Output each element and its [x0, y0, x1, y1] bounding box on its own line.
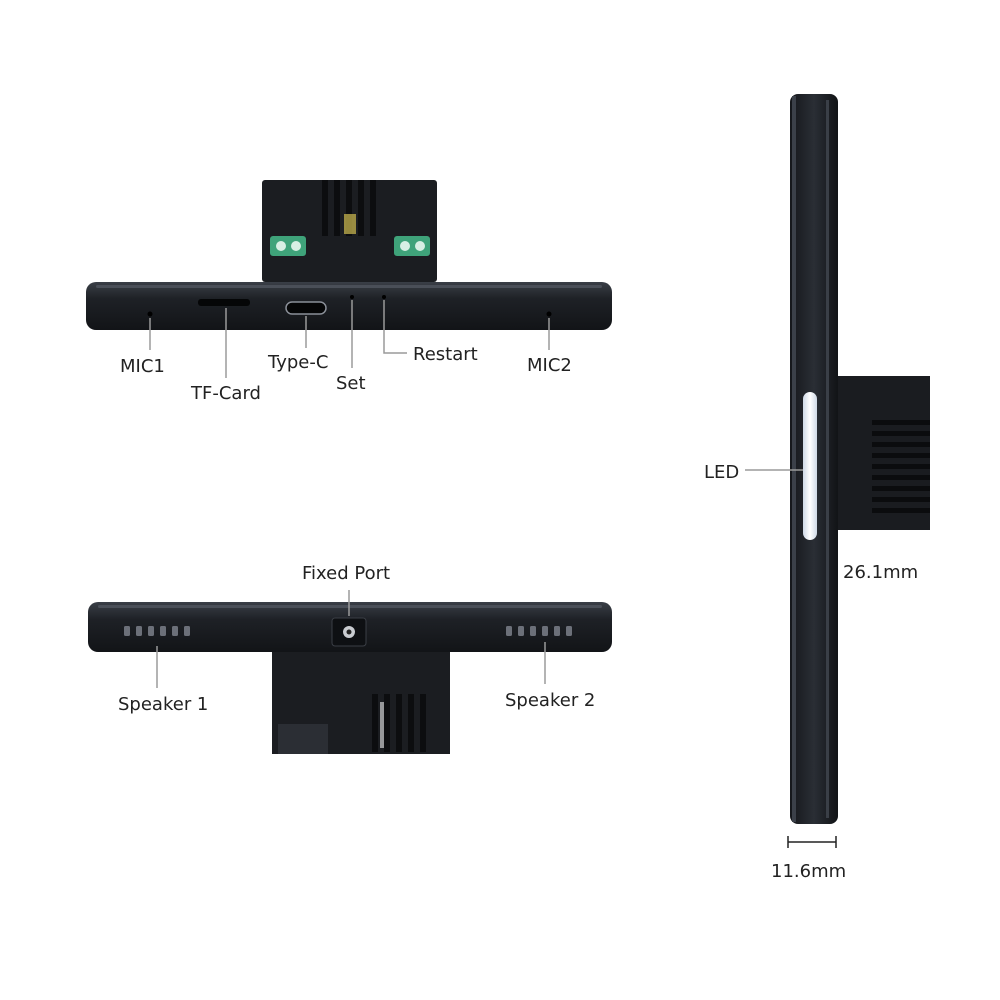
- set-button: [350, 295, 354, 299]
- label-speaker1: Speaker 1: [118, 694, 209, 715]
- label-restart: Restart: [413, 344, 478, 365]
- restart-button: [382, 295, 386, 299]
- heat-fins-top: [322, 180, 376, 236]
- label-set: Set: [336, 373, 366, 394]
- terminal-left: [270, 236, 306, 256]
- label-speaker2: Speaker 2: [505, 690, 596, 711]
- leader-lines-bottom: [156, 590, 546, 688]
- mic2-hole: [546, 311, 552, 317]
- tf-card-slot: [198, 299, 250, 306]
- label-type-c: Type-C: [268, 352, 329, 373]
- side-heat-fins: [872, 420, 930, 513]
- top-view: [86, 180, 612, 330]
- terminal-right: [394, 236, 430, 256]
- label-mic2: MIC2: [527, 355, 572, 376]
- type-c-port: [285, 301, 327, 315]
- bottom-view: [88, 602, 612, 754]
- label-fixed-port: Fixed Port: [302, 563, 391, 584]
- speaker2-grill: [506, 626, 572, 636]
- mic1-hole: [147, 311, 153, 317]
- label-led: LED: [704, 462, 740, 483]
- label-depth: 11.6mm: [771, 861, 847, 882]
- side-view: [790, 94, 930, 824]
- led-strip: [803, 392, 817, 540]
- heat-fins-bottom: [372, 694, 426, 752]
- label-thickness: 26.1mm: [843, 562, 919, 583]
- leader-lines-top: [149, 300, 550, 378]
- device-edge-top: [86, 282, 612, 330]
- speaker1-grill: [124, 626, 190, 636]
- label-mic1: MIC1: [120, 356, 165, 377]
- label-tf-card: TF-Card: [191, 383, 261, 404]
- depth-dimension: [787, 836, 837, 848]
